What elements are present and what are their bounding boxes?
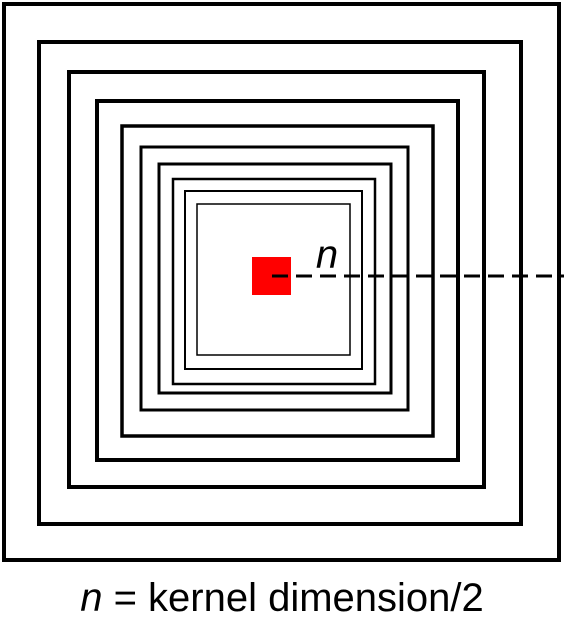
nested-square [67,70,486,489]
concentric-squares [2,2,561,562]
caption-text: = kernel dimension/2 [102,576,484,620]
nested-squares-diagram: n [2,2,564,562]
nested-square [171,177,377,386]
nested-square [184,190,363,370]
caption-variable: n [80,576,103,620]
nested-square [157,162,393,395]
outer-frame-square [2,2,561,562]
nested-square [95,99,460,462]
radius-label-n: n [316,233,338,277]
nested-square [196,203,351,356]
nested-square [120,124,435,438]
nested-square [37,40,523,526]
caption: n = kernel dimension/2 [0,575,564,621]
nested-square [139,145,410,412]
